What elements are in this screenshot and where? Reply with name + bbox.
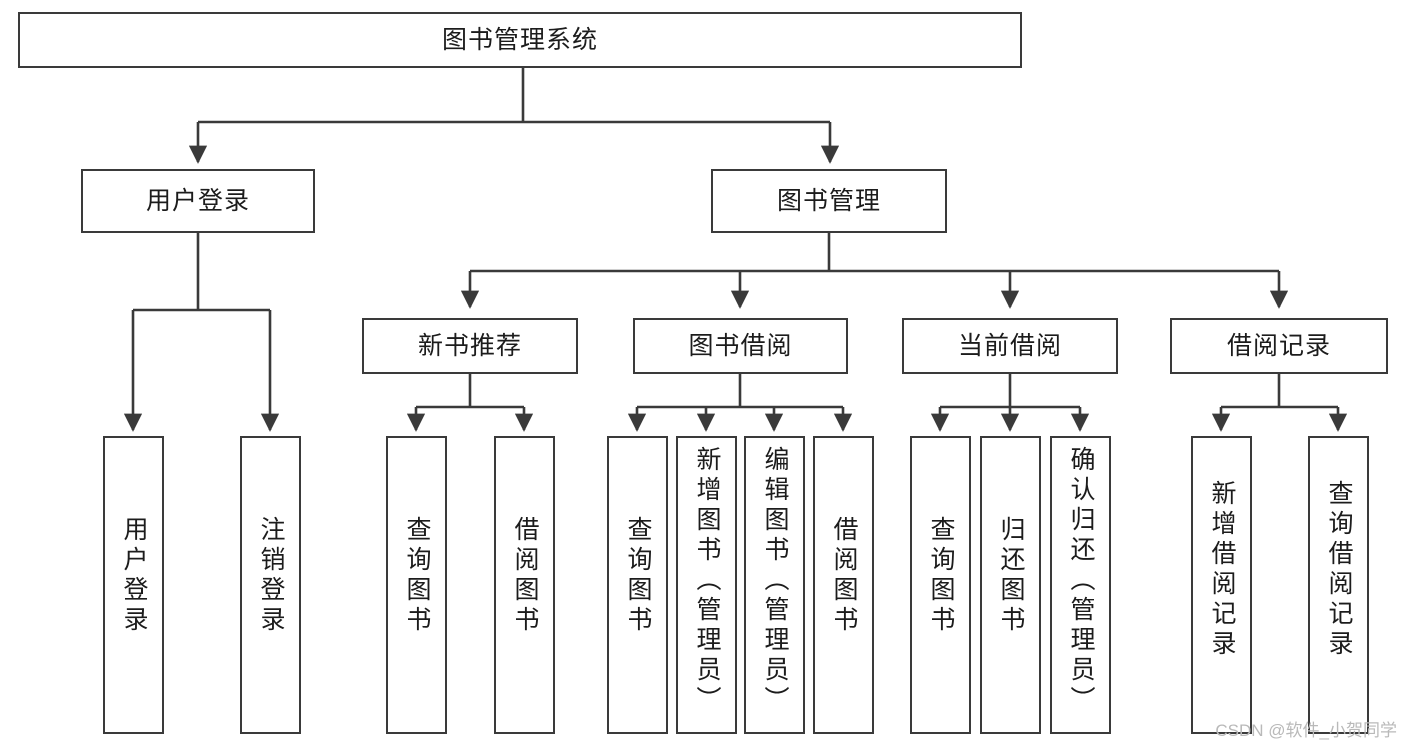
leaf-query-book-2[interactable]: 查询图书 — [607, 436, 668, 734]
leaf-logout[interactable]: 注销登录 — [240, 436, 301, 734]
leaf-user-login[interactable]: 用户登录 — [103, 436, 164, 734]
node-book-borrow[interactable]: 图书借阅 — [633, 318, 848, 374]
leaf-query-book-2-label: 查询图书 — [624, 516, 652, 636]
leaf-add-record-label: 新增借阅记录 — [1208, 480, 1236, 660]
node-user-login-label: 用户登录 — [145, 186, 250, 215]
leaf-return-book[interactable]: 归还图书 — [980, 436, 1041, 734]
leaf-borrow-book-1[interactable]: 借阅图书 — [494, 436, 555, 734]
leaf-edit-book-label: 编辑图书（管理员） — [761, 446, 789, 716]
node-book-borrow-label: 图书借阅 — [688, 331, 793, 360]
node-root[interactable]: 图书管理系统 — [18, 12, 1022, 68]
node-current-borrow[interactable]: 当前借阅 — [902, 318, 1118, 374]
leaf-borrow-book-2[interactable]: 借阅图书 — [813, 436, 874, 734]
leaf-query-record[interactable]: 查询借阅记录 — [1308, 436, 1369, 734]
leaf-add-book-label: 新增图书（管理员） — [693, 446, 721, 716]
leaf-return-book-label: 归还图书 — [997, 516, 1025, 636]
node-new-book-recommend[interactable]: 新书推荐 — [362, 318, 578, 374]
leaf-query-book-1[interactable]: 查询图书 — [386, 436, 447, 734]
leaf-query-book-3-label: 查询图书 — [927, 516, 955, 636]
node-borrow-record-label: 借阅记录 — [1226, 331, 1331, 360]
node-book-manage-label: 图书管理 — [776, 186, 881, 215]
node-borrow-record[interactable]: 借阅记录 — [1170, 318, 1388, 374]
leaf-borrow-book-2-label: 借阅图书 — [830, 516, 858, 636]
leaf-query-record-label: 查询借阅记录 — [1325, 480, 1353, 660]
node-current-borrow-label: 当前借阅 — [957, 331, 1062, 360]
leaf-logout-label: 注销登录 — [257, 516, 285, 636]
node-root-label: 图书管理系统 — [441, 25, 598, 54]
leaf-add-book[interactable]: 新增图书（管理员） — [676, 436, 737, 734]
leaf-user-login-label: 用户登录 — [120, 516, 148, 636]
node-user-login[interactable]: 用户登录 — [81, 169, 315, 233]
leaf-add-record[interactable]: 新增借阅记录 — [1191, 436, 1252, 734]
leaf-confirm-return-label: 确认归还（管理员） — [1067, 446, 1095, 716]
node-book-manage[interactable]: 图书管理 — [711, 169, 947, 233]
leaf-confirm-return[interactable]: 确认归还（管理员） — [1050, 436, 1111, 734]
leaf-query-book-1-label: 查询图书 — [403, 516, 431, 636]
watermark: CSDN @软件_小贺同学 — [1215, 721, 1397, 740]
node-new-book-recommend-label: 新书推荐 — [417, 331, 522, 360]
leaf-edit-book[interactable]: 编辑图书（管理员） — [744, 436, 805, 734]
leaf-query-book-3[interactable]: 查询图书 — [910, 436, 971, 734]
leaf-borrow-book-1-label: 借阅图书 — [511, 516, 539, 636]
